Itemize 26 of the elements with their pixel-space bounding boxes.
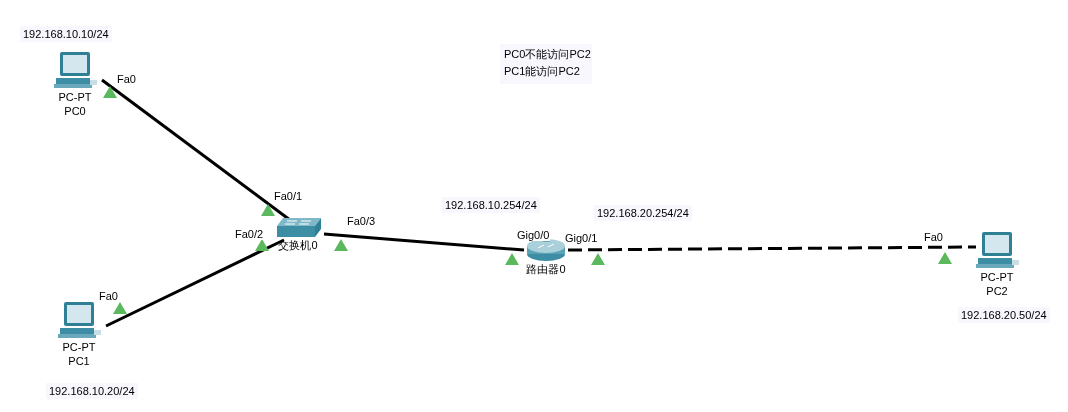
port-label: Fa0/3 (346, 215, 377, 227)
ip-address-label: 192.168.10.10/24 (20, 26, 112, 42)
port-label: Fa0 (923, 231, 944, 243)
port-label: Fa0/1 (273, 190, 304, 202)
device-name: 交换机0 (278, 238, 318, 252)
ip-address-label: 192.168.20.50/24 (958, 307, 1050, 323)
device-model: PC-PT (980, 270, 1014, 284)
device-name: PC0 (64, 104, 86, 118)
device-name: PC1 (68, 354, 90, 368)
device-name: 路由器0 (526, 262, 566, 276)
note-text: PC1能访问PC2 (504, 64, 580, 79)
device-model: PC-PT (62, 340, 96, 354)
port-label: Fa0/2 (234, 228, 265, 240)
network-cable (105, 238, 285, 328)
port-label: Fa0 (98, 290, 119, 302)
network-cable (323, 232, 525, 252)
port-label: Fa0 (116, 73, 137, 85)
network-cable (568, 245, 976, 252)
port-label: Gig0/1 (564, 232, 599, 244)
note-text: PC0不能访问PC2 (504, 47, 591, 62)
ip-address-label: 192.168.10.20/24 (46, 383, 138, 399)
device-model: PC-PT (58, 90, 92, 104)
ip-address-label: 192.168.10.254/24 (442, 197, 540, 213)
ip-address-label: 192.168.20.254/24 (594, 205, 692, 221)
port-label: Gig0/0 (516, 229, 551, 241)
device-name: PC2 (986, 284, 1008, 298)
